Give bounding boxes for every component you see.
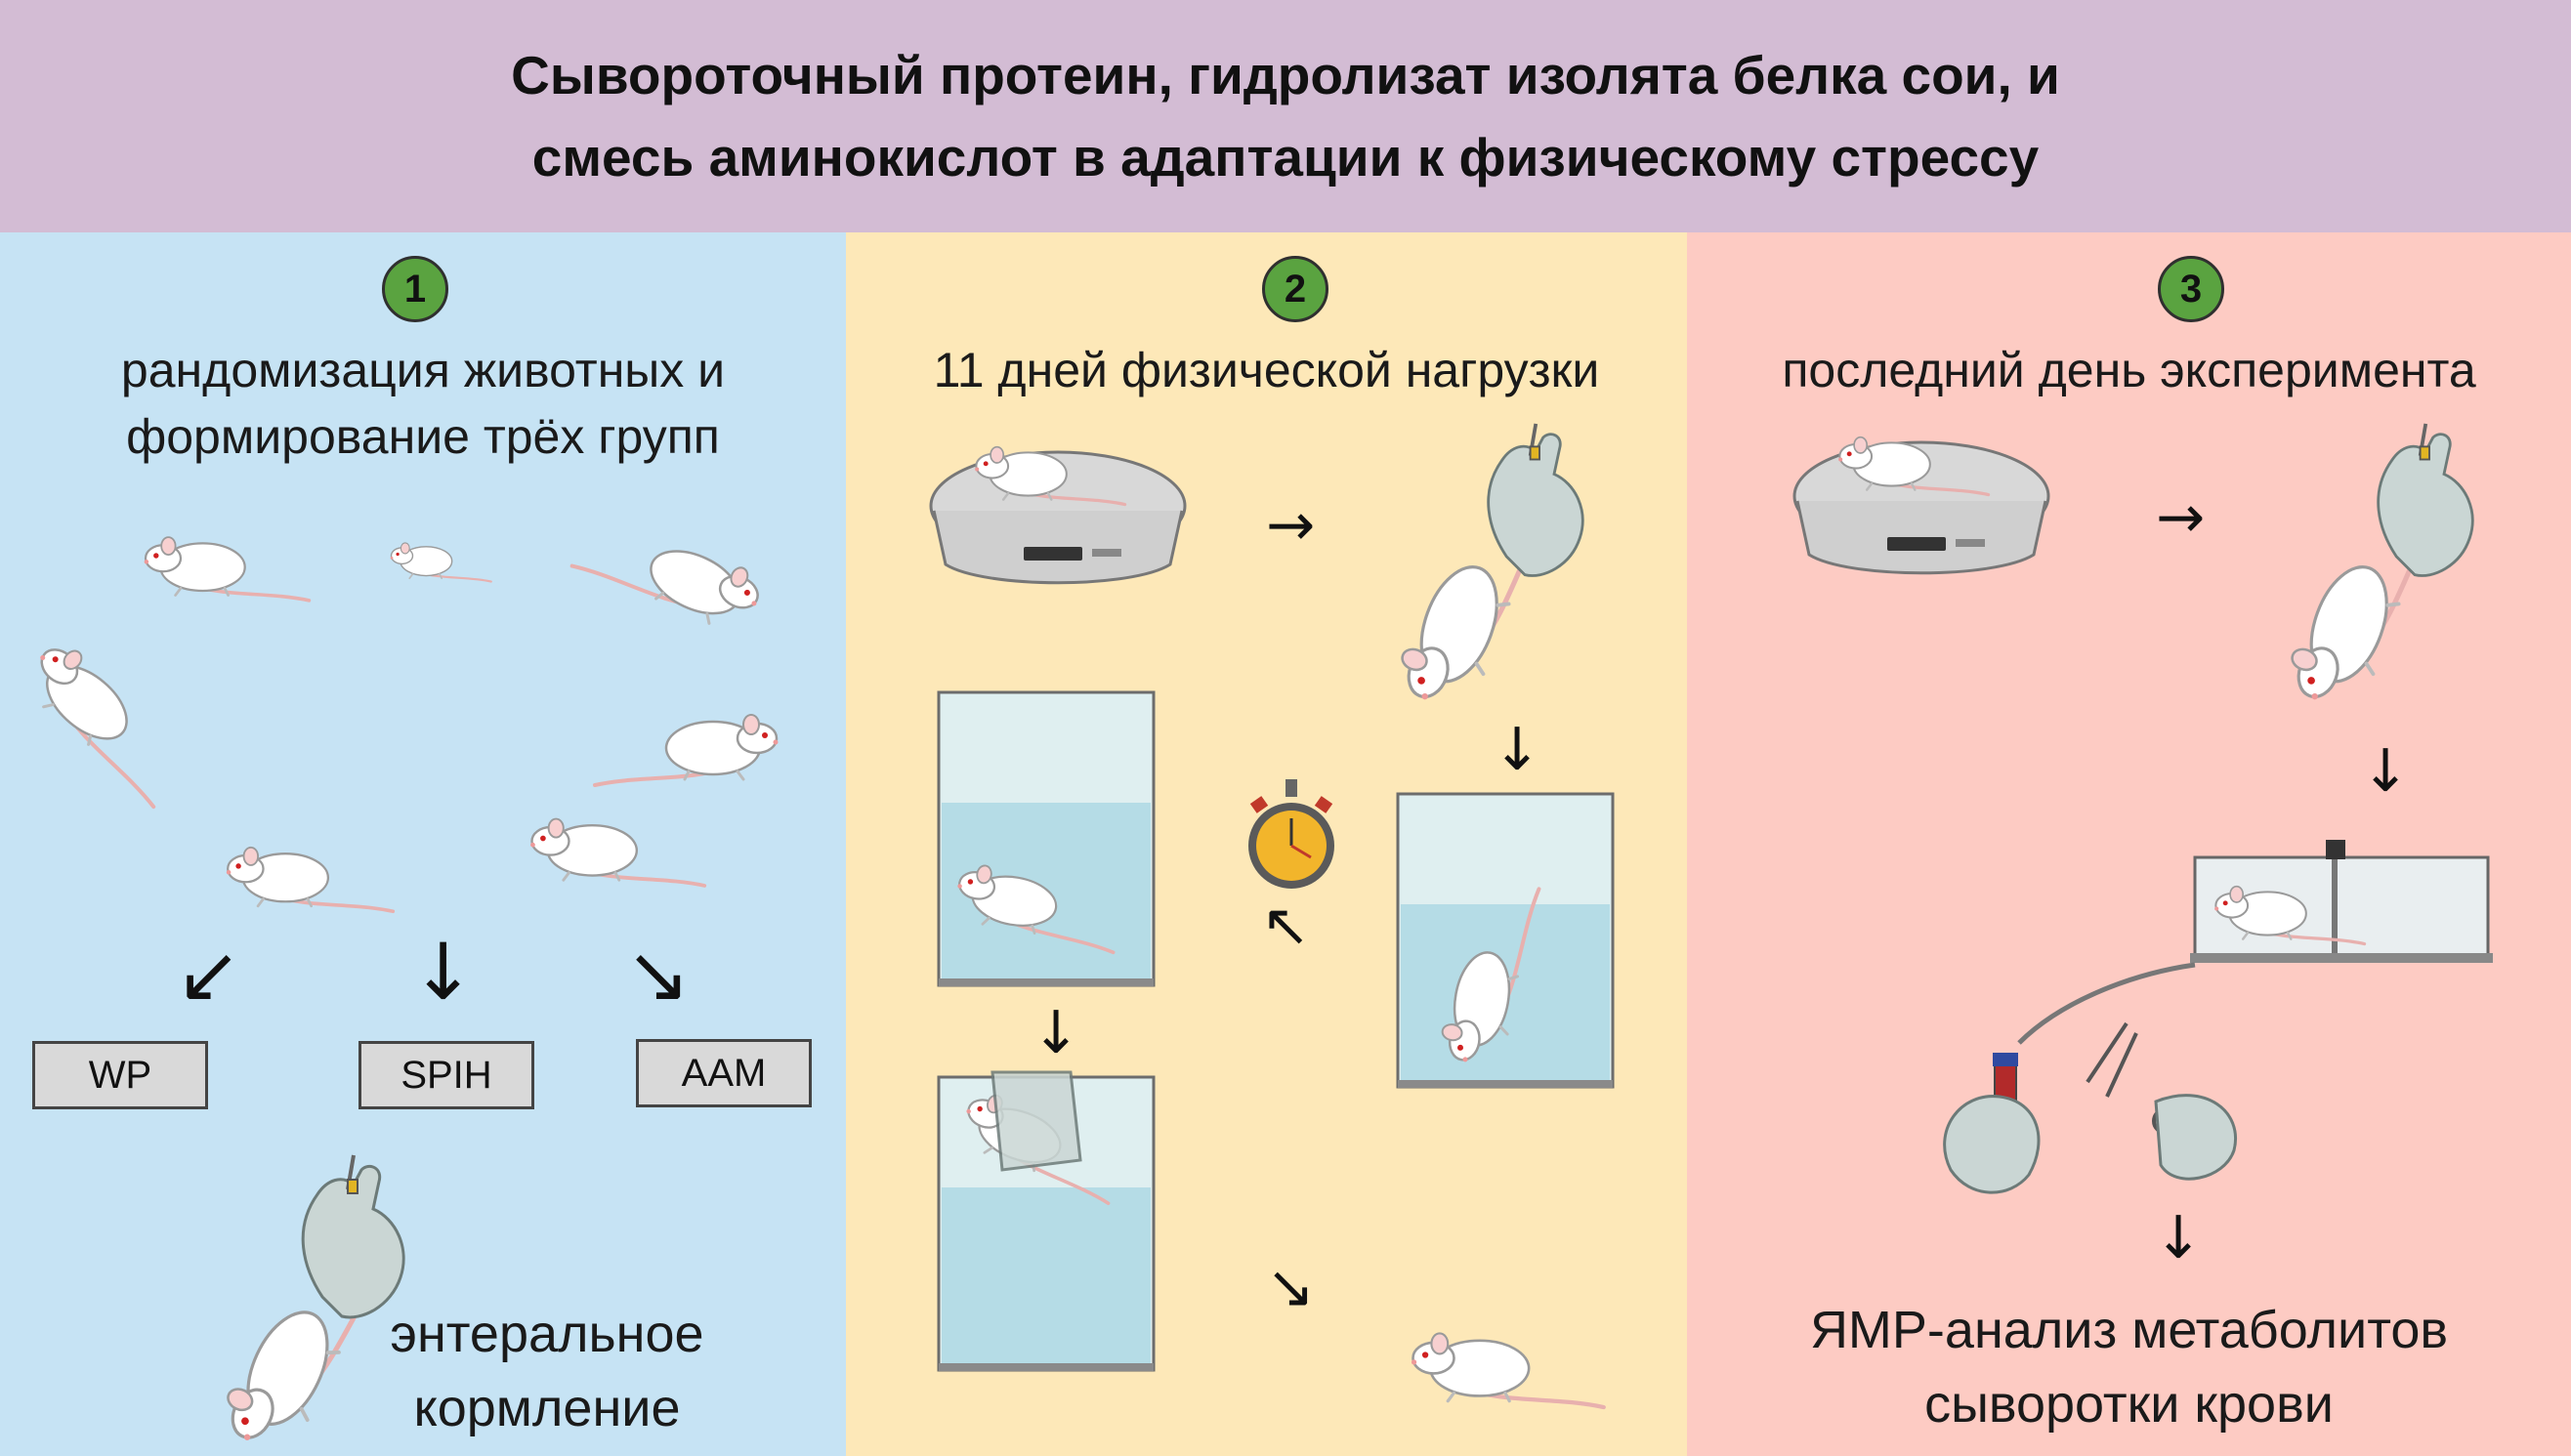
rat-illustration bbox=[388, 540, 493, 584]
blood-sampling-illustration bbox=[1943, 962, 2237, 1194]
rat-illustration bbox=[569, 500, 771, 645]
arrow-icon: ↓ bbox=[410, 927, 477, 1018]
step-badge-1: 1 bbox=[382, 256, 448, 322]
gavage-rat-illustration bbox=[2263, 422, 2475, 701]
arrow-icon: → bbox=[1266, 491, 1316, 560]
restrainer-illustration bbox=[2190, 840, 2493, 963]
feeding-label-line-1: энтеральное bbox=[390, 1305, 704, 1363]
arrow-icon: ↓ bbox=[1032, 999, 1081, 1067]
panel1-title-line-1: рандомизация животных и bbox=[120, 343, 726, 397]
group-box-aam: AAM bbox=[636, 1039, 812, 1107]
arrow-icon: ↘ bbox=[1266, 1253, 1316, 1321]
rescue-beaker-illustration bbox=[937, 1070, 1156, 1373]
weighing-scale-illustration bbox=[929, 444, 1187, 585]
rat-illustration bbox=[1403, 1307, 1608, 1424]
arrow-icon: ↖ bbox=[1261, 892, 1311, 960]
header: Сывороточный протеин, гидролизат изолята… bbox=[0, 0, 2571, 232]
weighing-scale-illustration bbox=[1792, 435, 2050, 575]
group-box-wp: WP bbox=[32, 1041, 208, 1109]
panel1-title-line-2: формирование трёх групп bbox=[126, 409, 720, 464]
rat-illustration bbox=[142, 535, 312, 603]
swim-beaker-illustration bbox=[1396, 792, 1615, 1090]
arrow-icon: ↓ bbox=[1493, 716, 1542, 784]
panel2-title: 11 дней физической нагрузки bbox=[933, 343, 1600, 397]
page-title-line-1: Сывороточный протеин, гидролизат изолята… bbox=[511, 45, 2060, 105]
step-badge-2: 2 bbox=[1262, 256, 1328, 322]
rat-illustration bbox=[186, 826, 430, 924]
step-badge-3: 3 bbox=[2158, 256, 2224, 322]
stopwatch-icon bbox=[1248, 779, 1334, 889]
result-label-line-1: ЯМР-анализ метаболитов bbox=[1809, 1301, 2449, 1359]
gavage-rat-illustration bbox=[1373, 422, 1585, 701]
feeding-label-line-2: кормление bbox=[413, 1379, 681, 1437]
rat-illustration bbox=[528, 816, 707, 888]
page-title-line-2: смесь аминокислот в адаптации к физическ… bbox=[531, 127, 2040, 187]
arrow-icon: ↙ bbox=[176, 929, 242, 1019]
panel3-title: последний день эксперимента bbox=[1782, 343, 2476, 397]
arrow-icon: ↘ bbox=[625, 929, 692, 1019]
arrow-icon: ↓ bbox=[2361, 737, 2411, 806]
swim-beaker-illustration bbox=[937, 690, 1156, 988]
rat-illustration bbox=[557, 691, 821, 799]
group-box-spih: SPIH bbox=[358, 1041, 534, 1109]
arrow-icon: ↓ bbox=[2154, 1204, 2204, 1272]
arrow-icon: → bbox=[2156, 483, 2206, 552]
result-label-line-2: сыворотки крови bbox=[1924, 1375, 2334, 1434]
panel-randomization: 1 рандомизация животных и формирование т… bbox=[0, 232, 846, 1456]
panel-exercise: 2 11 дней физической нагрузки → ↓ ↖ ↓ ↘ bbox=[846, 232, 1687, 1456]
rat-illustration bbox=[0, 605, 225, 826]
panel-final-day: 3 последний день эксперимента → ↓ ↓ ЯМР-… bbox=[1687, 232, 2571, 1456]
